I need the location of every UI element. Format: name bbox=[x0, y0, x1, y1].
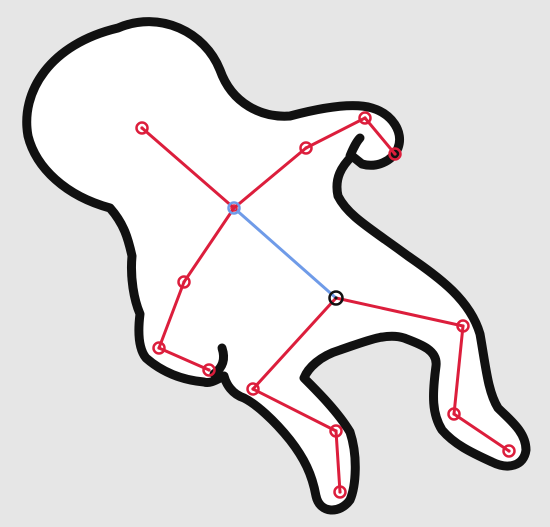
joint-right-ankle-handle[interactable] bbox=[447, 407, 461, 421]
joint-neck-inner-ring bbox=[230, 204, 238, 212]
bone-left-knee-to-left-ankle bbox=[251, 387, 338, 433]
joint-right-foot-handle[interactable] bbox=[502, 444, 516, 458]
joint-right-elbow-center-dot bbox=[182, 280, 186, 284]
bone-right-wrist-to-right-hand bbox=[157, 346, 211, 372]
bone-left-elbow-to-left-wrist bbox=[304, 116, 367, 150]
joint-right-knee-handle[interactable] bbox=[456, 319, 470, 333]
joint-left-ankle-center-dot bbox=[334, 429, 338, 433]
bone-left-wrist-to-left-hand bbox=[363, 116, 397, 156]
bone-neck-to-left-elbow bbox=[232, 146, 308, 210]
joint-left-knee-handle[interactable] bbox=[246, 382, 260, 396]
bone-pelvis-to-right-knee bbox=[334, 296, 465, 328]
joint-left-elbow-center-dot bbox=[304, 146, 308, 150]
joint-left-hand-handle[interactable] bbox=[388, 147, 402, 161]
joint-left-ankle-handle[interactable] bbox=[329, 424, 343, 438]
joint-head-handle[interactable] bbox=[135, 121, 149, 135]
left-hand-outline bbox=[345, 133, 365, 161]
bone-pelvis-to-left-knee bbox=[251, 296, 338, 391]
joint-pelvis-handle[interactable] bbox=[328, 290, 344, 306]
joint-neck-handle[interactable] bbox=[227, 201, 241, 215]
joint-right-hand-handle[interactable] bbox=[202, 363, 216, 377]
joint-right-wrist-handle[interactable] bbox=[152, 341, 166, 355]
joint-right-ankle-center-dot bbox=[452, 412, 456, 416]
bone-neck-to-right-elbow bbox=[182, 206, 236, 284]
joint-right-knee-center-dot bbox=[461, 324, 465, 328]
joint-left-wrist-center-dot bbox=[363, 116, 367, 120]
body-outline bbox=[22, 17, 531, 515]
joint-right-hand-center-dot bbox=[207, 368, 211, 372]
joint-right-elbow-handle[interactable] bbox=[177, 275, 191, 289]
pose-skeleton bbox=[135, 111, 516, 499]
bone-right-elbow-to-right-wrist bbox=[157, 280, 186, 350]
bone-right-knee-to-right-ankle bbox=[452, 324, 465, 416]
right-hand-outline bbox=[209, 343, 229, 379]
bone-neck-to-pelvis bbox=[232, 206, 338, 300]
joint-left-elbow-handle[interactable] bbox=[299, 141, 313, 155]
bone-head-to-neck bbox=[140, 126, 236, 210]
joint-left-hand-center-dot bbox=[393, 152, 397, 156]
joint-right-wrist-center-dot bbox=[157, 346, 161, 350]
joint-left-foot-handle[interactable] bbox=[333, 485, 347, 499]
character-silhouette bbox=[22, 17, 531, 515]
joint-pelvis-center-dot bbox=[334, 296, 338, 300]
joint-left-foot-center-dot bbox=[338, 490, 342, 494]
bone-right-ankle-to-right-foot bbox=[452, 412, 511, 453]
bone-left-ankle-to-left-foot bbox=[334, 429, 342, 494]
joint-right-foot-center-dot bbox=[507, 449, 511, 453]
joint-left-knee-center-dot bbox=[251, 387, 255, 391]
joint-head-center-dot bbox=[140, 126, 144, 130]
joint-left-wrist-handle[interactable] bbox=[358, 111, 372, 125]
